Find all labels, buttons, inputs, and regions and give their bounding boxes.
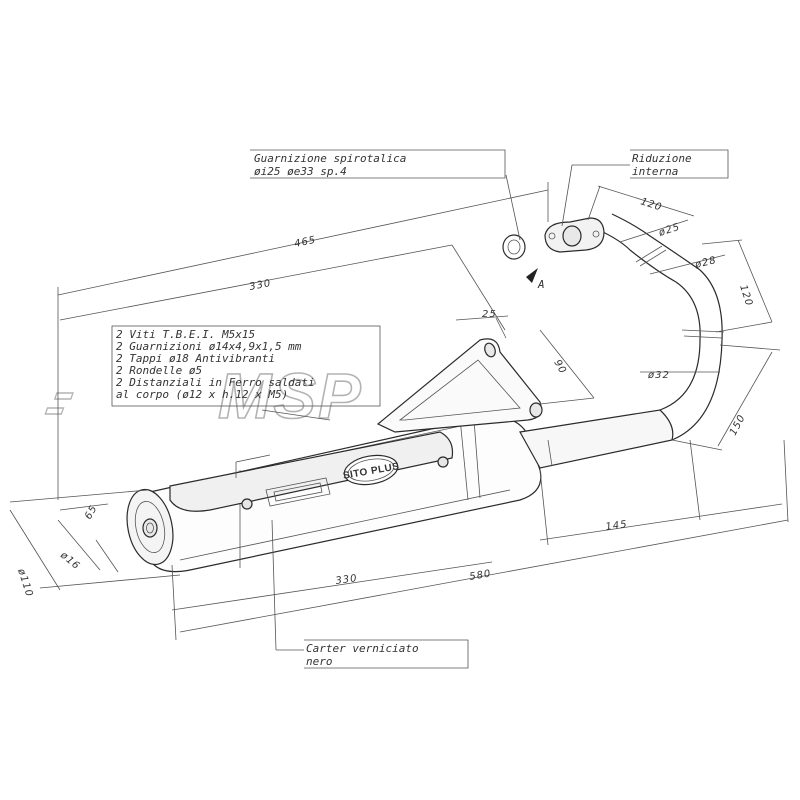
dim-145: 145: [605, 519, 628, 533]
dimension-lines: [9, 164, 789, 651]
dim-465: 465: [293, 235, 317, 250]
carter-note-line2: nero: [306, 655, 333, 668]
kit-line-5: 2 Distanziali in Ferro saldati: [116, 376, 315, 389]
gasket-note-line2: øi25 øe33 sp.4: [254, 165, 347, 178]
note-gasket: Guarnizione spirotalica øi25 øe33 sp.4: [250, 149, 506, 179]
dim-65: 65: [83, 503, 100, 521]
dim-90: 90: [551, 358, 568, 376]
dim-120-top: 120: [639, 196, 663, 213]
dim-d16: ø16: [57, 549, 82, 572]
kit-line-1: 2 Viti T.B.E.I. M5x15: [116, 328, 255, 341]
note-kit: 2 Viti T.B.E.I. M5x15 2 Guarnizioni ø14x…: [111, 325, 381, 407]
dim-25-bracket: 25: [482, 309, 497, 320]
watermark: MSP: [44, 359, 363, 433]
kit-line-3: 2 Tappi ø18 Antivibranti: [116, 352, 275, 365]
carter-note-line1: Carter verniciato: [306, 642, 419, 655]
view-arrow-a: [526, 268, 538, 283]
watermark-text: MSP: [218, 360, 363, 432]
dim-580: 580: [469, 568, 493, 583]
silencer-body: SITO PLUS: [126, 416, 542, 573]
dim-330-bottom: 330: [335, 573, 358, 587]
note-carter: Carter verniciato nero: [304, 639, 469, 669]
brand-logo: SITO PLUS: [342, 454, 400, 486]
dim-d32: ø32: [647, 370, 670, 381]
kit-line-2: 2 Guarnizioni ø14x4,9x1,5 mm: [116, 340, 302, 353]
gasket-note-line1: Guarnizione spirotalica: [254, 152, 406, 165]
dim-150: 150: [728, 413, 748, 438]
header-pipe: A: [502, 213, 725, 469]
mounting-bracket: [376, 338, 543, 433]
note-reduction: Riduzione interna: [630, 149, 729, 179]
dim-330-top: 330: [248, 278, 272, 293]
dim-d25-flange: ø25: [657, 222, 682, 240]
reduction-note-line1: Riduzione: [632, 152, 692, 165]
dim-d28: ø28: [693, 255, 718, 271]
view-label: A: [537, 278, 545, 291]
dim-120-right: 120: [737, 284, 754, 308]
kit-line-4: 2 Rondelle ø5: [116, 364, 202, 377]
kit-line-6: al corpo (ø12 x h.12 x M5): [116, 388, 288, 401]
reduction-note-line2: interna: [632, 165, 678, 178]
dim-d110: ø110: [15, 567, 35, 599]
